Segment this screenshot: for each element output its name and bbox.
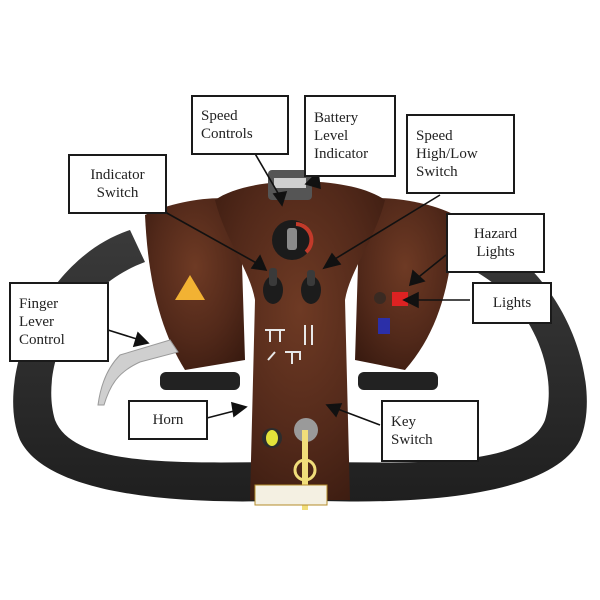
finger-lever — [97, 339, 179, 406]
label-speed-high-low-switch: Speed High/Low Switch — [406, 114, 515, 194]
label-line: Switch — [416, 164, 458, 180]
label-line: Controls — [201, 126, 253, 142]
label-line: Switch — [391, 432, 433, 448]
label-line: Speed — [416, 128, 453, 144]
mode-symbols — [265, 325, 313, 364]
label-line: Level — [314, 128, 349, 144]
label-line: Key — [391, 414, 416, 430]
label-line: Indicator — [314, 146, 369, 162]
label-key-switch: Key Switch — [381, 400, 479, 462]
label-line: Lights — [476, 244, 515, 260]
warning-sticker — [254, 484, 328, 506]
horn-button — [266, 430, 278, 446]
label-line: Horn — [152, 412, 184, 428]
key — [302, 430, 308, 510]
label-finger-lever-control: Finger Lever Control — [9, 282, 109, 362]
label-line: Control — [19, 332, 65, 348]
warning-triangle-icon — [175, 275, 205, 300]
label-line: Hazard — [473, 226, 518, 242]
indicator-toggle — [263, 268, 283, 304]
label-line: Switch — [96, 185, 139, 201]
label-battery-level-indicator: Battery Level Indicator — [304, 95, 396, 177]
label-line: Speed — [201, 108, 238, 124]
high-low-toggle — [301, 270, 321, 304]
leader-lines — [107, 144, 470, 426]
label-line: Lever — [19, 314, 54, 330]
handlebar-grip — [13, 230, 587, 502]
label-horn: Horn — [128, 400, 208, 440]
label-lights: Lights — [472, 282, 552, 324]
speed-dial — [272, 220, 314, 260]
lights-switch — [392, 292, 408, 306]
rear-grip-right — [358, 372, 438, 390]
label-hazard-lights: Hazard Lights — [446, 213, 545, 273]
label-line: Lights — [492, 295, 532, 311]
label-speed-controls: Speed Controls — [191, 95, 289, 155]
label-line: Battery — [314, 110, 359, 126]
label-line: Finger — [19, 296, 59, 312]
rear-grip-left — [160, 372, 240, 390]
label-line: High/Low — [416, 146, 478, 162]
label-line: Indicator — [90, 167, 145, 183]
lights-switch-blue — [378, 318, 390, 334]
label-indicator-switch: Indicator Switch — [68, 154, 167, 214]
